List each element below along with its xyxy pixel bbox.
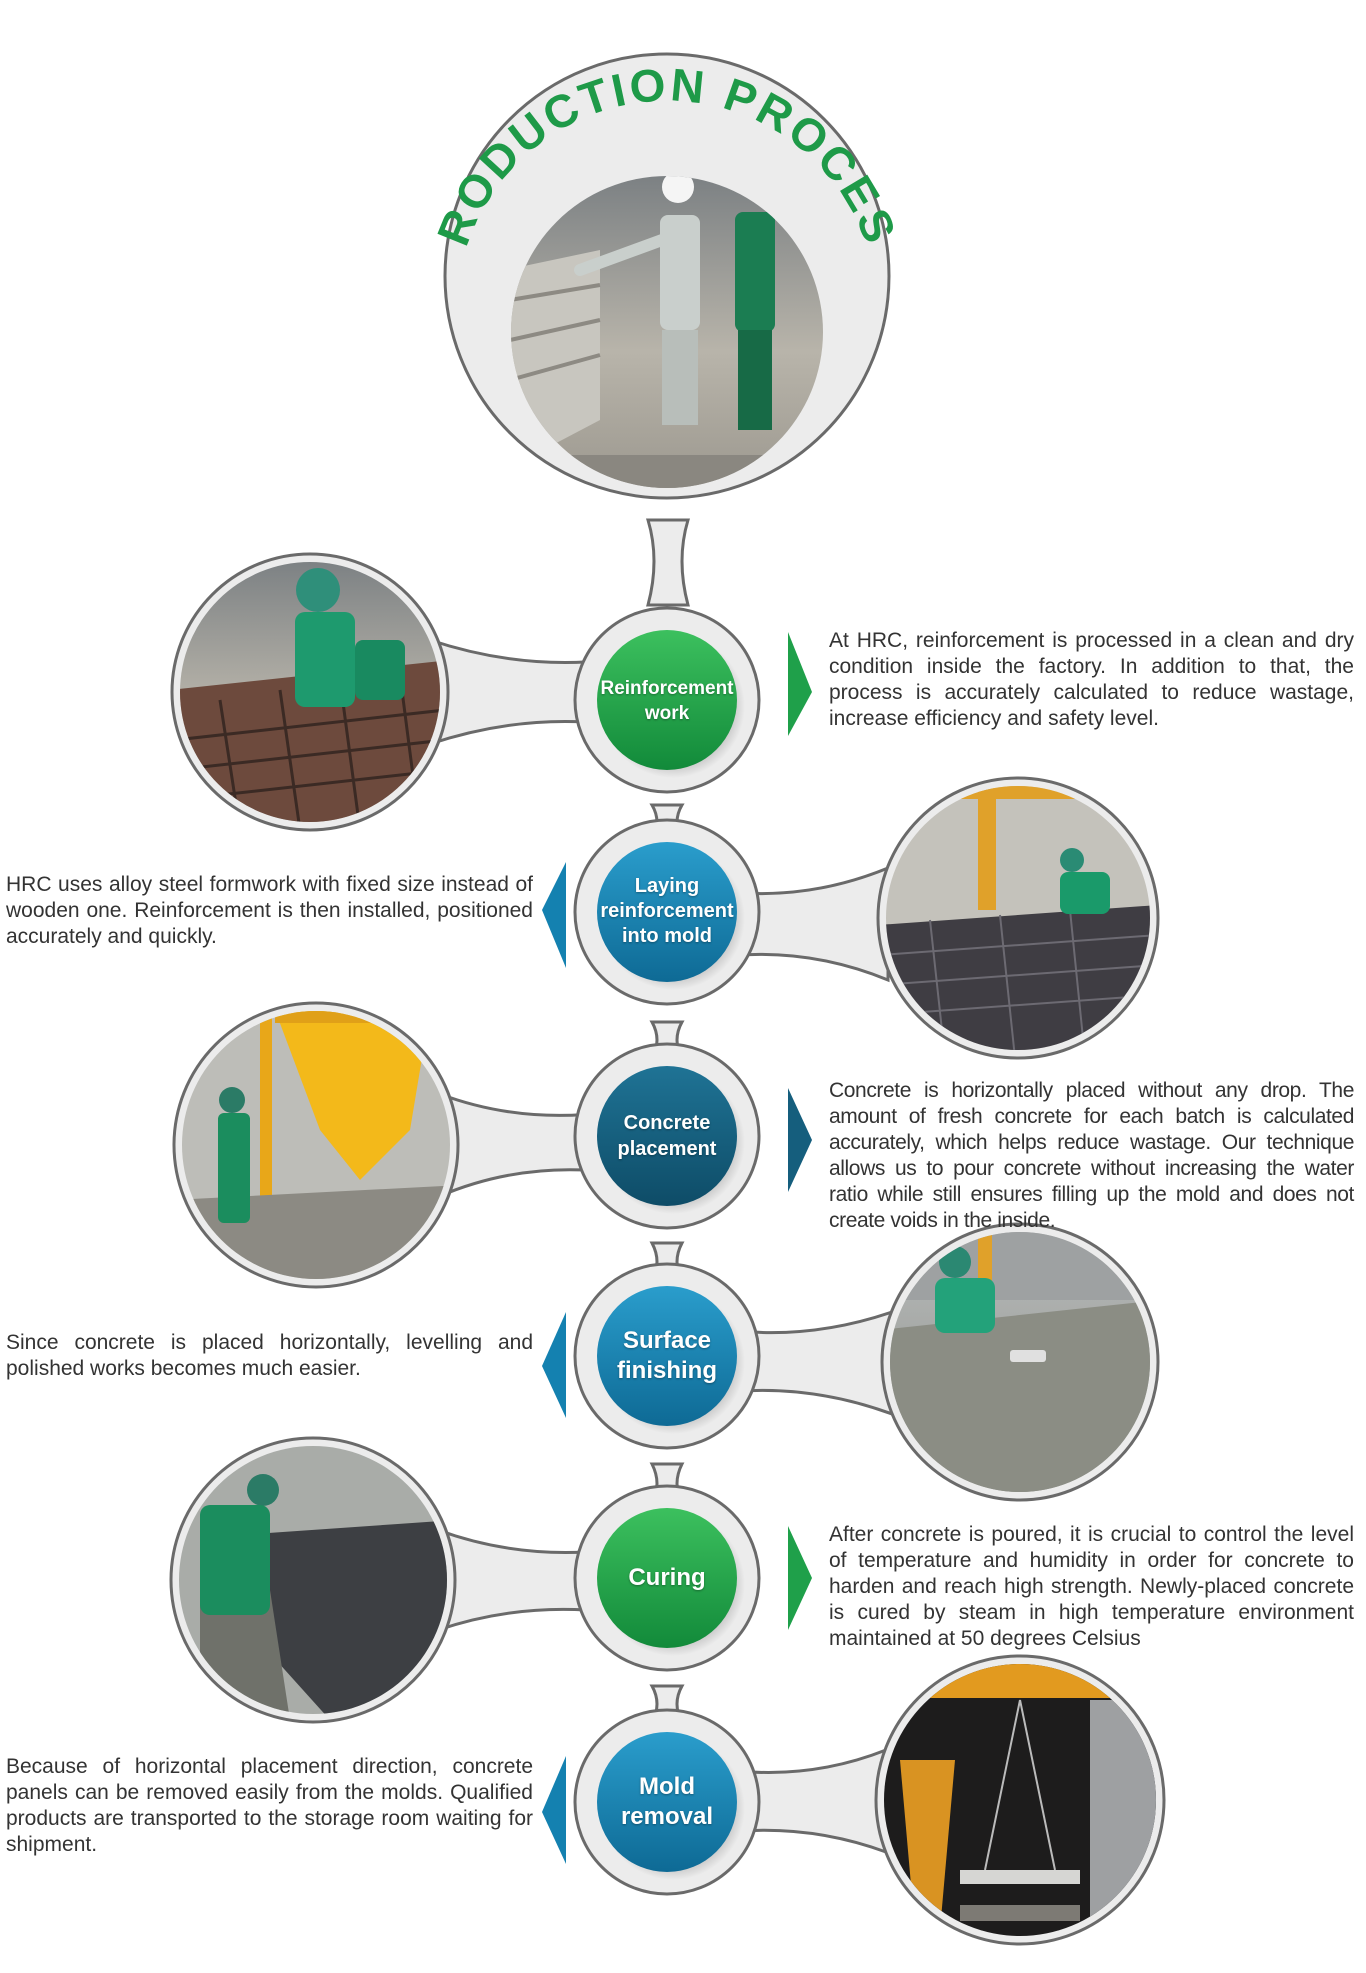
connector-arms bbox=[428, 637, 894, 1855]
step-node-2 bbox=[573, 818, 761, 1006]
step-label-mold-removal: Mold removal bbox=[620, 1773, 714, 1830]
arrow-pointers bbox=[542, 632, 812, 1864]
arrow-left-2 bbox=[542, 862, 566, 968]
photo-surface-finishing bbox=[880, 1222, 1160, 1502]
step-label-curing: Curing bbox=[628, 1564, 706, 1591]
step-node-5 bbox=[573, 1484, 761, 1672]
description-concrete-placement: Concrete is horizontally placed without … bbox=[829, 1079, 1354, 1232]
description-reinforcement-work: At HRC, reinforcement is processed in a … bbox=[829, 629, 1354, 730]
description-curing: After concrete is poured, it is crucial … bbox=[829, 1523, 1354, 1650]
step-node-1 bbox=[573, 606, 761, 794]
hero-badge: PRODUCTION PROCESS bbox=[0, 0, 904, 500]
arrow-right-3 bbox=[788, 1088, 812, 1192]
description-mold-removal: Because of horizontal placement directio… bbox=[6, 1755, 533, 1856]
arrow-left-6 bbox=[542, 1756, 566, 1864]
photo-curing bbox=[169, 1436, 457, 1724]
description-surface-finishing: Since concrete is placed horizontally, l… bbox=[6, 1331, 533, 1380]
photo-mold-removal bbox=[874, 1654, 1166, 1946]
step-nodes bbox=[573, 606, 761, 1896]
step-node-3 bbox=[573, 1042, 761, 1230]
arrow-left-4 bbox=[542, 1312, 566, 1418]
description-laying-reinforcement: HRC uses alloy steel formwork with fixed… bbox=[6, 873, 533, 948]
step-photos bbox=[169, 552, 1166, 1946]
step-label-concrete-placement: Concrete placement bbox=[617, 1112, 717, 1160]
photo-reinforcement-work bbox=[170, 552, 450, 832]
step-label-surface-finishing: Surface finishing bbox=[617, 1327, 717, 1384]
step-node-4 bbox=[573, 1262, 761, 1450]
step-node-6 bbox=[573, 1708, 761, 1896]
photo-laying-reinforcement bbox=[876, 776, 1160, 1060]
step-label-reinforcement-work: Reinforcement work bbox=[600, 678, 734, 724]
photo-concrete-placement bbox=[172, 1001, 460, 1289]
step-label-laying-reinforcement: Laying reinforcement into mold bbox=[600, 875, 734, 947]
arrow-right-1 bbox=[788, 632, 812, 736]
arrow-right-5 bbox=[788, 1526, 812, 1630]
